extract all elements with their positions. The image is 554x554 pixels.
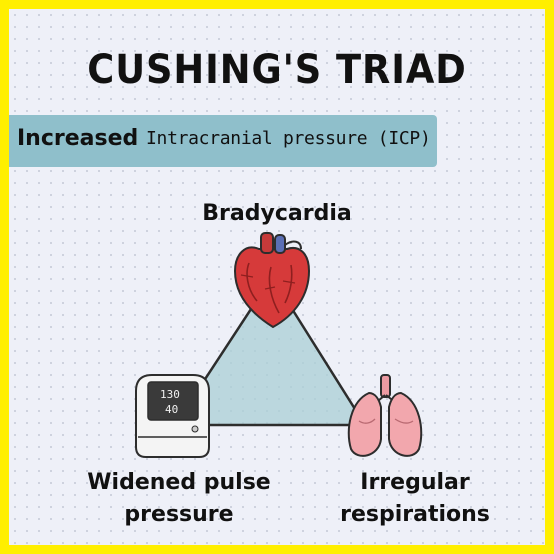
label-irregular-line2: respirations bbox=[340, 502, 490, 527]
heart-icon bbox=[233, 232, 311, 329]
bp-monitor-icon: 130 40 bbox=[135, 374, 210, 458]
label-irregular-respirations: Irregular respirations bbox=[305, 467, 525, 531]
triad-diagram: 130 40 bbox=[135, 232, 423, 458]
label-irregular-line1: Irregular bbox=[360, 470, 470, 495]
page-title: CUSHING'S TRIAD bbox=[87, 47, 467, 93]
label-bradycardia: Bradycardia bbox=[202, 201, 352, 226]
monitor-systolic: 130 bbox=[160, 388, 180, 401]
label-widened-line1: Widened pulse bbox=[87, 470, 271, 495]
monitor-diastolic: 40 bbox=[165, 403, 178, 416]
icp-banner: Increased Intracranial pressure (ICP) bbox=[9, 115, 437, 167]
label-widened-pulse-pressure: Widened pulse pressure bbox=[69, 467, 289, 531]
banner-text: Intracranial pressure (ICP) bbox=[146, 128, 431, 149]
lungs-icon bbox=[347, 374, 423, 457]
triad-triangle bbox=[173, 275, 367, 427]
label-widened-line2: pressure bbox=[124, 502, 234, 527]
banner-emphasis: Increased bbox=[17, 126, 139, 151]
